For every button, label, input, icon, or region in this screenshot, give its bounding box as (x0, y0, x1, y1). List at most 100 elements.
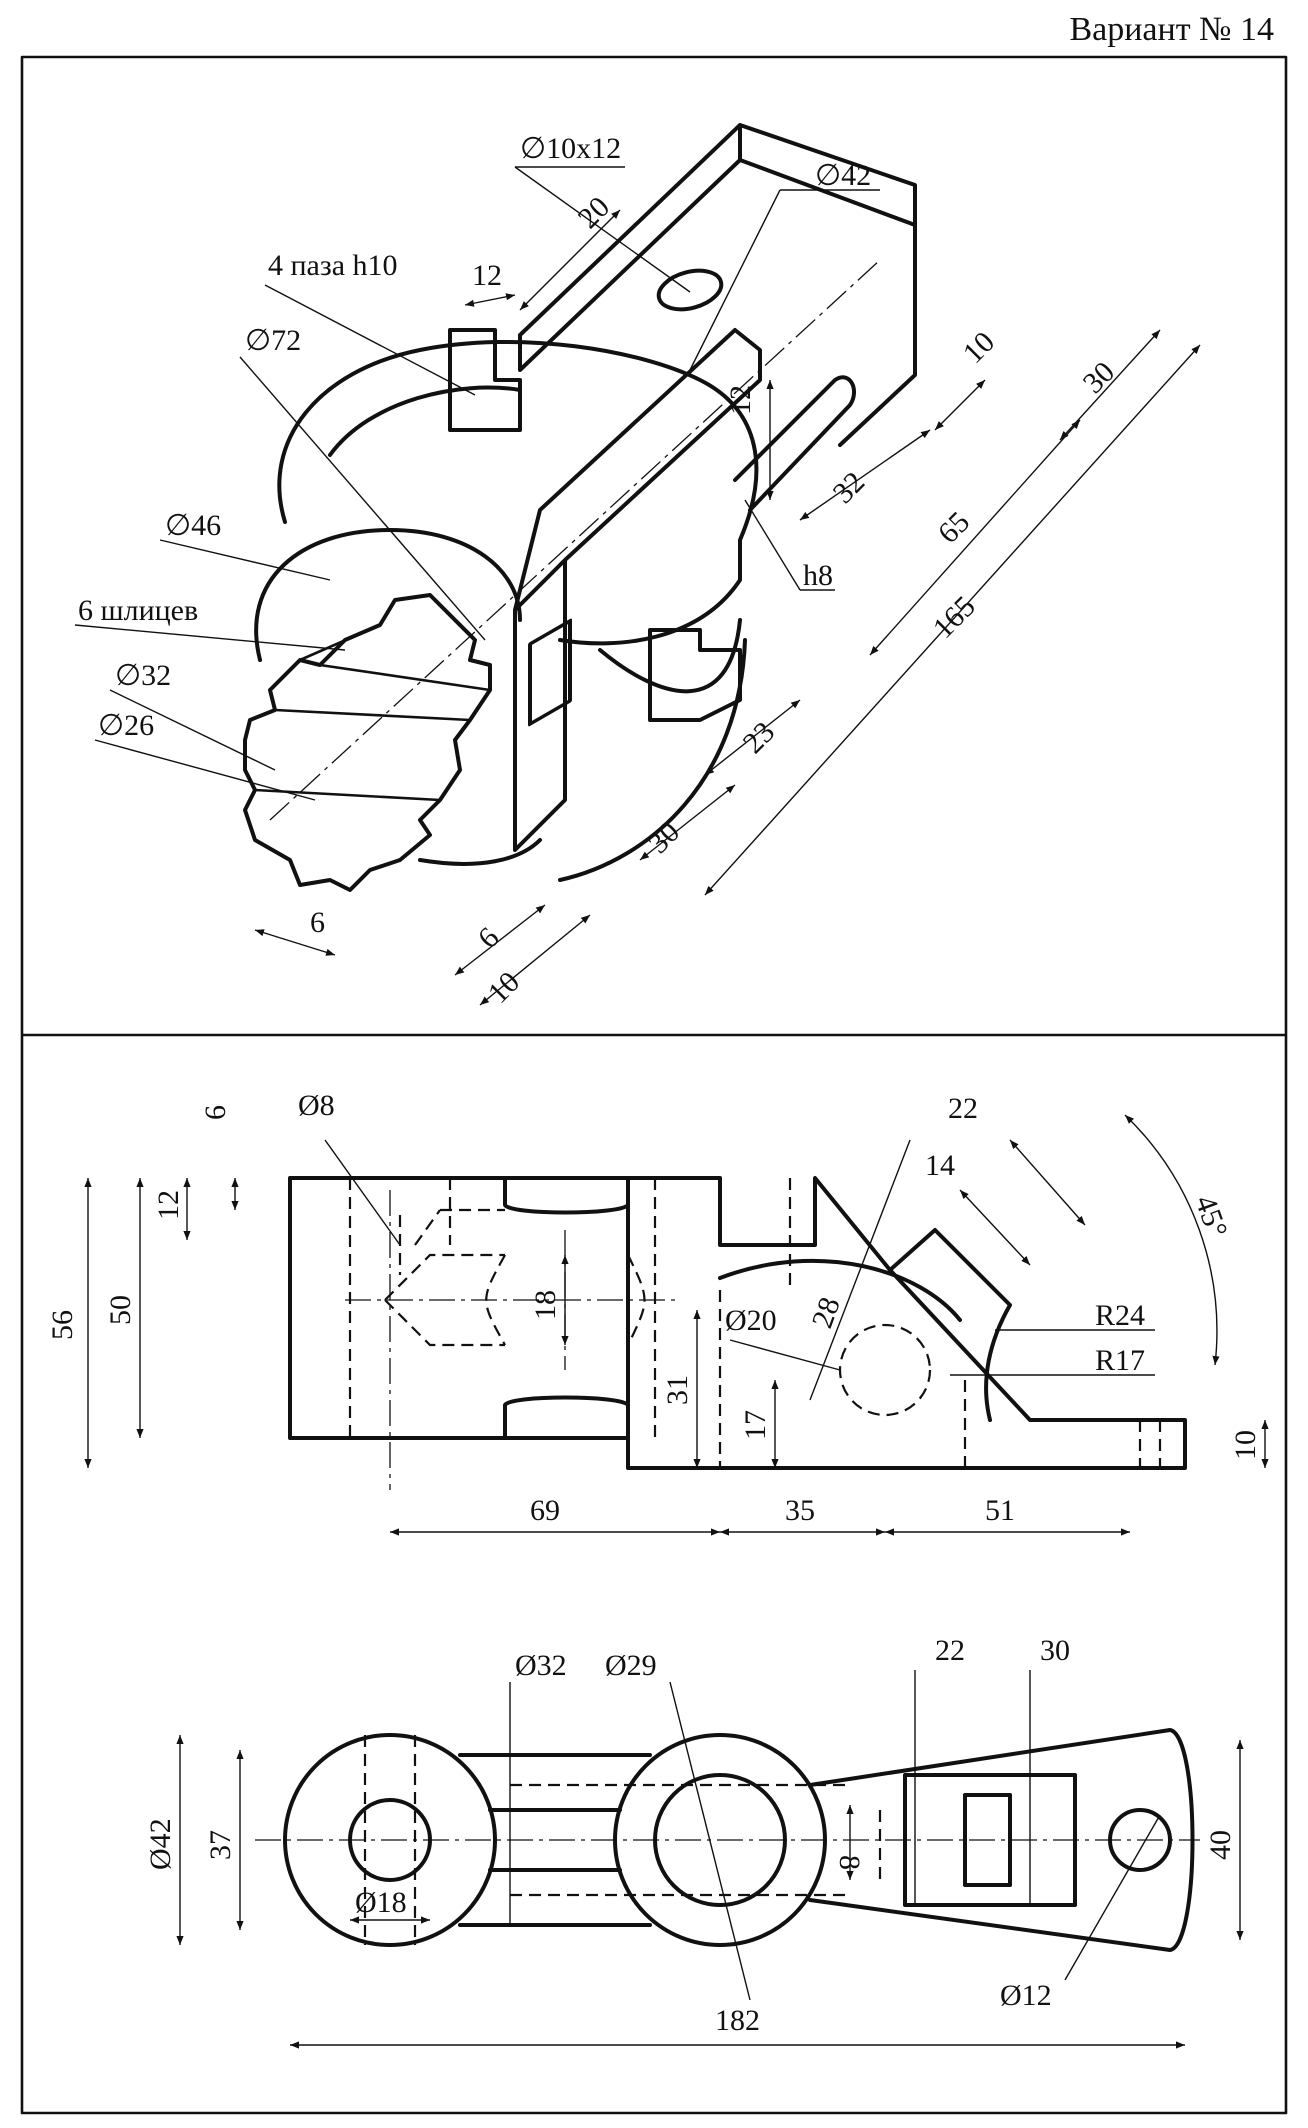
iso-dim-10a (934, 379, 986, 431)
top-leader-d12 (1064, 1814, 1161, 1981)
iso-dim-32 (799, 429, 931, 521)
iso-hub (254, 528, 542, 866)
front-label-17: 17 (739, 1410, 772, 1440)
iso-dim-12a (464, 293, 516, 307)
front-label-31: 31 (661, 1375, 694, 1405)
iso-leader-h8 (744, 499, 801, 591)
front-label-d8: Ø8 (298, 1089, 335, 1122)
top-left-boss (283, 1733, 497, 1947)
iso-hole-10x12 (656, 268, 724, 312)
front-label-d20: Ø20 (725, 1304, 777, 1337)
iso-dim-20 (519, 209, 621, 311)
top-label-d29: Ø29 (605, 1649, 657, 1682)
iso-leader-72 (239, 356, 486, 641)
front-hidden-hole (384, 1208, 646, 1347)
iso-label-10x12: ∅10x12 (520, 132, 621, 165)
top-label-d12: Ø12 (1000, 1979, 1052, 2012)
iso-label-32: 32 (827, 465, 872, 510)
iso-dim-23 (704, 699, 801, 776)
top-label-d18: Ø18 (355, 1886, 407, 1919)
iso-label-42: ∅42 (815, 159, 871, 192)
iso-dim-10b (479, 914, 591, 1006)
front-label-35: 35 (785, 1494, 815, 1527)
top-label-8: 8 (833, 1855, 866, 1870)
iso-label-32: ∅32 (115, 659, 171, 692)
top-right-slot (903, 1773, 1077, 1907)
front-label-6: 6 (199, 1105, 232, 1120)
front-label-18: 18 (529, 1290, 562, 1320)
front-label-r17: R17 (1095, 1344, 1145, 1377)
variant-title: Вариант № 14 (1069, 11, 1274, 48)
iso-leader-10x12 (514, 166, 691, 293)
front-dim-14 (959, 1189, 1031, 1266)
iso-leader-splines (74, 624, 346, 651)
iso-spline-line-3 (274, 708, 471, 722)
front-outline (288, 1176, 1187, 1470)
top-label-40: 40 (1204, 1830, 1237, 1860)
front-dim-22 (1009, 1139, 1086, 1226)
iso-spline-line-2 (319, 663, 491, 692)
top-web-left (488, 1808, 622, 1872)
isometric-view: ∅10x12 ∅42 4 паза h10 ∅72 ∅46 6 шлицев ∅… (74, 123, 1201, 1010)
iso-spline-line-1 (299, 623, 381, 662)
iso-dim-65 (869, 419, 1081, 656)
front-leader-d20 (729, 1339, 841, 1371)
iso-leader-26 (94, 739, 316, 801)
top-label-182: 182 (715, 2004, 760, 2037)
front-label-14: 14 (925, 1149, 955, 1182)
iso-label-10a: 10 (957, 325, 1002, 370)
iso-axis (269, 259, 881, 821)
front-view: 6 Ø8 12 56 50 18 31 69 35 51 Ø20 28 17 2… (46, 1089, 1269, 1536)
front-label-12: 12 (152, 1190, 185, 1220)
front-label-50: 50 (104, 1295, 137, 1325)
iso-label-26: ∅26 (98, 709, 154, 742)
top-label-d32: Ø32 (515, 1649, 567, 1682)
iso-label-23: 23 (737, 715, 782, 760)
iso-dim-30a (1059, 329, 1161, 441)
front-recess-bottom (503, 1395, 630, 1440)
iso-label-6b: 6 (472, 921, 506, 955)
iso-leader-46 (159, 539, 331, 581)
front-leader-d8 (324, 1139, 401, 1246)
iso-label-72: ∅72 (245, 324, 301, 357)
iso-label-12b: 12 (724, 385, 757, 415)
front-label-69: 69 (530, 1494, 560, 1527)
front-label-r24: R24 (1095, 1299, 1145, 1332)
front-lug-arc (718, 1258, 962, 1322)
iso-disk-rim (328, 385, 747, 882)
front-label-10: 10 (1229, 1430, 1262, 1460)
top-label-30: 30 (1040, 1634, 1070, 1667)
iso-label-6a: 6 (310, 906, 325, 939)
iso-dim-30b (639, 784, 736, 861)
front-dim-45deg (1124, 1114, 1220, 1366)
iso-leader-32 (109, 689, 276, 771)
iso-slot-top (448, 328, 522, 432)
iso-label-splines: 6 шлицев (78, 594, 198, 627)
top-view: Ø32 Ø29 22 30 Ø42 37 8 40 Ø18 Ø12 182 (144, 1634, 1244, 2049)
front-hidden-circle-20 (838, 1323, 932, 1417)
iso-dim-6a (254, 929, 336, 956)
iso-slot-right (648, 628, 742, 722)
iso-leader-42-diag (689, 189, 781, 371)
iso-front-window (528, 618, 572, 727)
iso-disk (277, 339, 759, 646)
iso-label-slots: 4 паза h10 (268, 249, 398, 282)
front-label-28: 28 (806, 1293, 847, 1332)
iso-label-12a: 12 (472, 259, 502, 292)
iso-label-46: ∅46 (165, 509, 221, 542)
top-web-outline (458, 1753, 652, 1927)
top-leader-d29 (669, 1681, 751, 2001)
iso-label-20: 20 (572, 190, 617, 235)
iso-splined-shaft (243, 593, 492, 892)
iso-label-165: 165 (927, 590, 982, 645)
top-label-37: 37 (204, 1830, 237, 1860)
front-leader-28 (809, 1139, 911, 1401)
front-lug (888, 1228, 1012, 1422)
drawing-frame (20, 55, 1288, 2115)
front-recess-top (503, 1176, 630, 1215)
top-label-22: 22 (935, 1634, 965, 1667)
iso-label-30a: 30 (1077, 355, 1122, 400)
top-label-d42: Ø42 (144, 1818, 177, 1870)
front-label-56: 56 (46, 1310, 79, 1340)
